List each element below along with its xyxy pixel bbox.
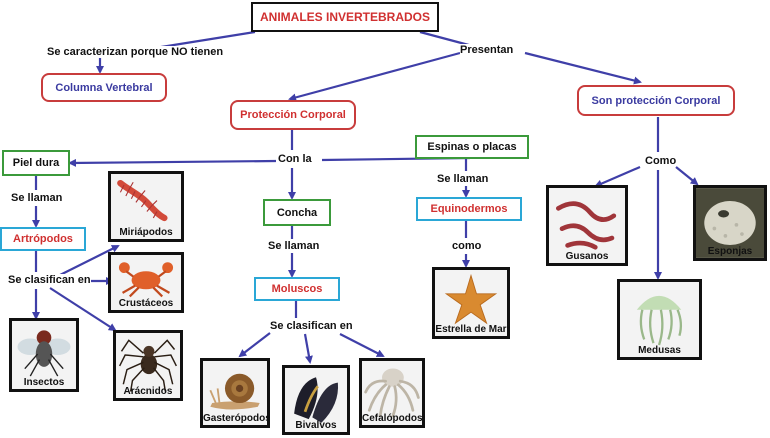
caption-miriapodos: Miriápodos: [119, 227, 173, 238]
picture-miriapodos: Miriápodos: [108, 171, 184, 242]
picture-esponjas: Esponjas: [693, 185, 767, 261]
picture-gasteropodos: Gasterópodos: [200, 358, 270, 428]
node-columna-vertebral: Columna Vertebral: [41, 73, 167, 102]
node-moluscos: Moluscos: [254, 277, 340, 301]
picture-cefalopodos: Cefalópodos: [359, 358, 425, 428]
picture-bivalvos: Bivalvos: [282, 365, 350, 435]
label-como-right: Como: [645, 155, 677, 167]
picture-aracnidos: Arácnidos: [113, 330, 183, 401]
node-concha: Concha: [263, 199, 331, 226]
label-presentan: Presentan: [460, 44, 514, 56]
fly-icon: [17, 330, 71, 377]
label-se-clasifican-left: Se clasifican en: [8, 274, 91, 286]
starfish-icon: [444, 273, 498, 325]
caption-estrella-de-mar: Estrella de Mar: [435, 324, 507, 335]
worm-icon: [555, 201, 617, 250]
crab-icon: [118, 262, 174, 298]
spider-icon: [119, 339, 177, 392]
sponge-icon: [696, 188, 764, 258]
caption-crustaceos: Crustáceos: [118, 298, 174, 309]
label-se-llaman-mid: Se llaman: [268, 240, 320, 252]
caption-insectos: Insectos: [23, 377, 65, 388]
picture-crustaceos: Crustáceos: [108, 252, 184, 313]
snail-icon: [209, 373, 260, 410]
mussel-icon: [294, 377, 339, 423]
node-espinas-placas: Espinas o placas: [415, 135, 529, 159]
label-se-clasifican-mid: Se clasifican en: [270, 320, 353, 332]
node-son-proteccion: Son protección Corporal: [577, 85, 735, 116]
caption-bivalvos: Bivalvos: [295, 420, 337, 431]
node-equinodermos: Equinodermos: [416, 197, 522, 221]
map-title: ANIMALES INVERTEBRADOS: [251, 2, 439, 32]
centipede-icon: [117, 179, 168, 222]
picture-gusanos: Gusanos: [546, 185, 628, 266]
caption-medusas: Medusas: [638, 345, 681, 356]
label-como-eq: como: [452, 240, 482, 252]
caption-cefalopodos: Cefalópodos: [362, 413, 423, 424]
label-se-caracterizan: Se caracterizan porque NO tienen: [47, 46, 224, 58]
caption-aracnidos: Arácnidos: [123, 386, 173, 397]
node-piel-dura: Piel dura: [2, 150, 70, 176]
caption-gasteropodos: Gasterópodos: [203, 413, 270, 424]
node-artropodos: Artrópodos: [0, 227, 86, 251]
caption-esponjas: Esponjas: [707, 246, 753, 257]
caption-gusanos: Gusanos: [565, 251, 609, 262]
node-proteccion-corporal: Protección Corporal: [230, 100, 356, 130]
label-se-llaman-eq: Se llaman: [437, 173, 489, 185]
picture-medusas: Medusas: [617, 279, 702, 360]
octopus-icon: [364, 368, 420, 418]
picture-insectos: Insectos: [9, 318, 79, 392]
label-con-la: Con la: [278, 153, 312, 165]
jellyfish-icon: [636, 295, 683, 346]
picture-estrella-de-mar: Estrella de Mar: [432, 267, 510, 339]
label-se-llaman-left: Se llaman: [11, 192, 63, 204]
